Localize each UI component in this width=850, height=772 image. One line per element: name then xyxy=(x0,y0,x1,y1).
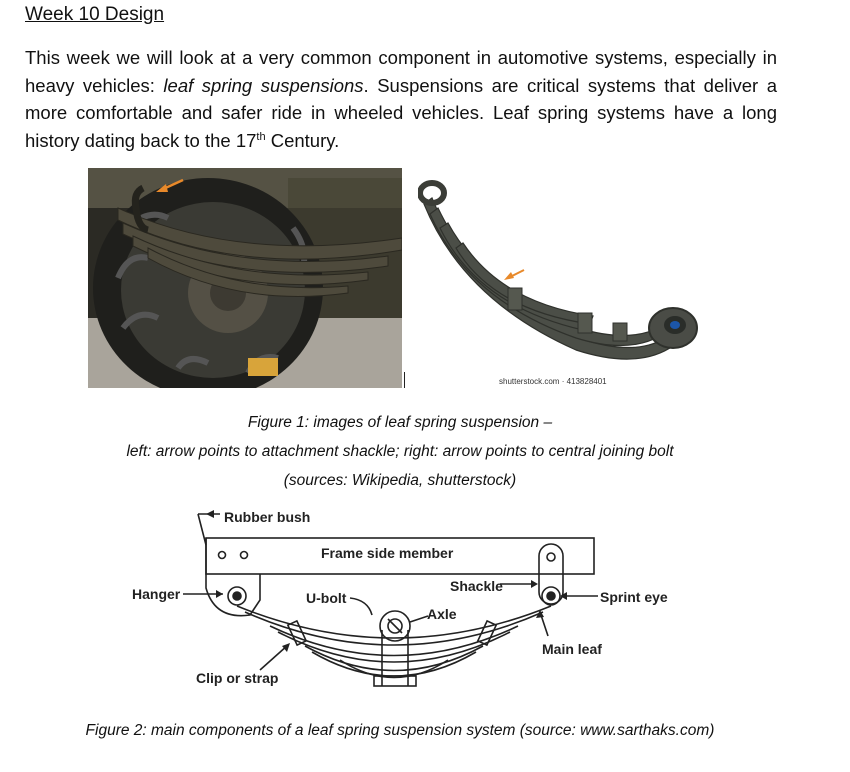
intro-text-2: . Suspensions are critical systems that … xyxy=(25,74,777,151)
central-bolt-arrow-icon xyxy=(504,269,525,280)
figure1-caption-line2: left: arrow points to attachment shackle… xyxy=(126,443,674,460)
label-clip-or-strap: Clip or strap xyxy=(196,670,279,686)
intro-text-3: Century. xyxy=(265,129,340,151)
label-hanger: Hanger xyxy=(132,586,181,602)
label-main-leaf: Main leaf xyxy=(542,641,602,657)
label-frame-side-member: Frame side member xyxy=(321,545,454,561)
divider-mark xyxy=(404,372,405,388)
figure2-caption: Figure 2: main components of a leaf spri… xyxy=(85,722,715,739)
label-shackle: Shackle xyxy=(450,578,503,594)
page-heading: Week 10 Design xyxy=(25,4,165,25)
intro-emphasis: leaf spring suspensions xyxy=(163,74,364,96)
label-sprint-eye: Sprint eye xyxy=(600,589,668,605)
label-u-bolt: U-bolt xyxy=(306,590,347,606)
intro-superscript: th xyxy=(256,130,266,143)
stock-credit: shutterstock.com · 413828401 xyxy=(499,377,607,386)
leaf-spring-truck-photo xyxy=(88,168,402,388)
shackle-arrow-icon xyxy=(156,178,184,192)
label-rubber-bush: Rubber bush xyxy=(224,509,311,525)
intro-paragraph: This week we will look at a very common … xyxy=(25,44,777,154)
figure1-caption-line3: (sources: Wikipedia, shutterstock) xyxy=(283,472,517,489)
label-axle: Axle xyxy=(427,606,457,622)
figure1-caption-line1: Figure 1: images of leaf spring suspensi… xyxy=(247,414,553,431)
leaf-spring-isolated-photo xyxy=(417,168,718,388)
leaf-spring-diagram xyxy=(183,510,598,687)
intro-text-1: This week we will look at a very common … xyxy=(25,47,777,96)
